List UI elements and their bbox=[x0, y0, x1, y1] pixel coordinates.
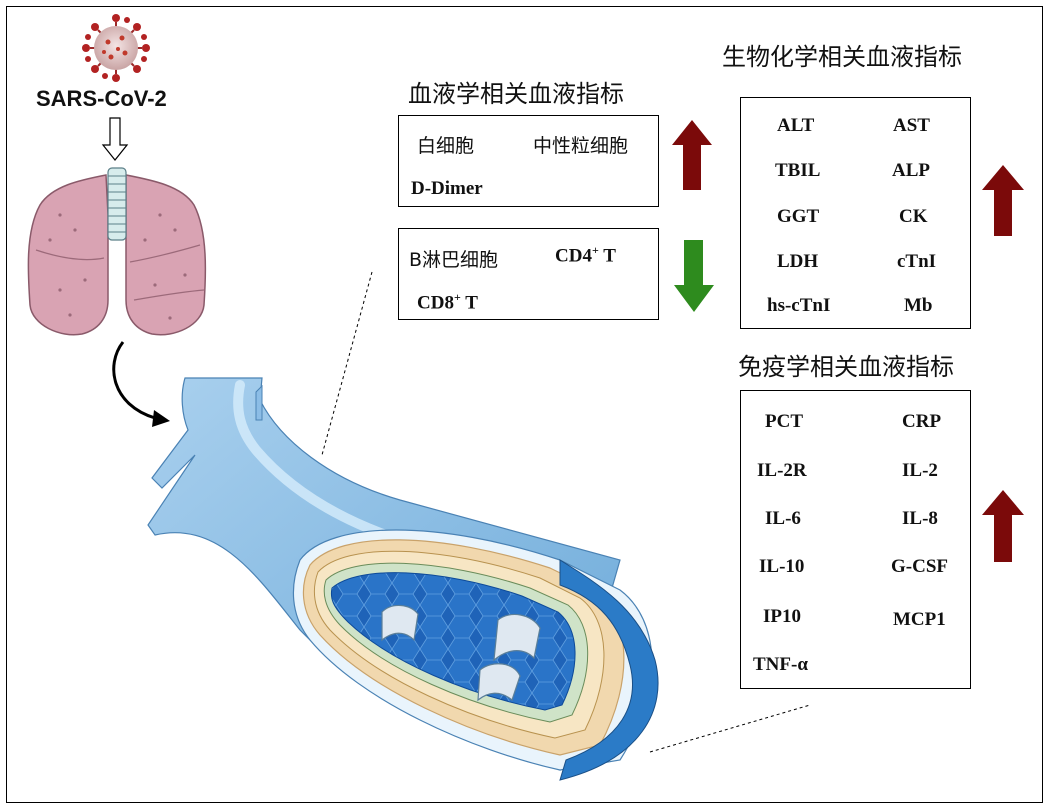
indicator-item: 中性粒细胞 bbox=[533, 135, 629, 157]
indicator-item: IL-2 bbox=[902, 460, 938, 481]
indicator-item: D-Dimer bbox=[411, 178, 483, 199]
indicator-item: IP10 bbox=[763, 606, 801, 627]
indicator-item: G-CSF bbox=[891, 556, 948, 577]
indicator-item: hs-cTnI bbox=[767, 295, 831, 316]
indicator-item: TBIL bbox=[775, 160, 821, 181]
indicator-item: CRP bbox=[902, 411, 942, 432]
indicator-item: ALP bbox=[892, 160, 930, 181]
immunology-title: 免疫学相关血液指标 bbox=[738, 353, 954, 381]
arrow-down-icon bbox=[674, 240, 714, 312]
indicator-item: MCP1 bbox=[893, 609, 946, 630]
hematology-down-box: B淋巴细胞 CD4+ T CD8+ T bbox=[398, 228, 659, 320]
connector-line bbox=[649, 704, 811, 753]
arrow-up-icon bbox=[672, 120, 712, 190]
biochemistry-title: 生物化学相关血液指标 bbox=[722, 43, 962, 71]
indicator-item: LDH bbox=[777, 251, 819, 272]
indicator-item: GGT bbox=[777, 206, 820, 227]
indicator-item: CD4+ T bbox=[555, 243, 616, 267]
arrow-up-icon bbox=[982, 165, 1024, 236]
figure-border bbox=[6, 6, 1043, 803]
arrow-up-icon bbox=[982, 490, 1024, 562]
indicator-item: ALT bbox=[777, 115, 815, 136]
indicator-item: 白细胞 bbox=[417, 135, 475, 157]
hematology-up-box: 白细胞 中性粒细胞 D-Dimer bbox=[398, 115, 659, 207]
indicator-item: B淋巴细胞 bbox=[409, 249, 499, 271]
indicator-item: cTnI bbox=[897, 251, 937, 272]
indicator-item: CD8+ T bbox=[417, 290, 478, 314]
indicator-item: IL-10 bbox=[759, 556, 805, 577]
hollow-arrow-icon bbox=[101, 117, 129, 161]
curved-arrow-icon bbox=[112, 341, 156, 420]
indicator-item: Mb bbox=[904, 295, 933, 316]
hematology-title: 血液学相关血液指标 bbox=[408, 80, 624, 108]
indicator-item: CK bbox=[899, 206, 928, 227]
connector-line bbox=[321, 271, 373, 456]
lungs-icon bbox=[27, 167, 207, 336]
biochemistry-box: ALT AST TBIL ALP GGT CK LDH cTnI hs-cTnI… bbox=[740, 97, 971, 329]
indicator-item: IL-8 bbox=[902, 508, 938, 529]
coronavirus-icon bbox=[82, 14, 150, 82]
indicator-item: AST bbox=[893, 115, 930, 136]
indicator-item: IL-6 bbox=[765, 508, 801, 529]
indicator-item: PCT bbox=[765, 411, 803, 432]
virus-label: SARS-CoV-2 bbox=[36, 86, 167, 111]
indicator-item: IL-2R bbox=[757, 460, 807, 481]
indicator-item: TNF-α bbox=[753, 654, 808, 675]
blood-vessel-illustration bbox=[147, 377, 659, 781]
immunology-box: PCT CRP IL-2R IL-2 IL-6 IL-8 IL-10 G-CSF… bbox=[740, 390, 971, 689]
